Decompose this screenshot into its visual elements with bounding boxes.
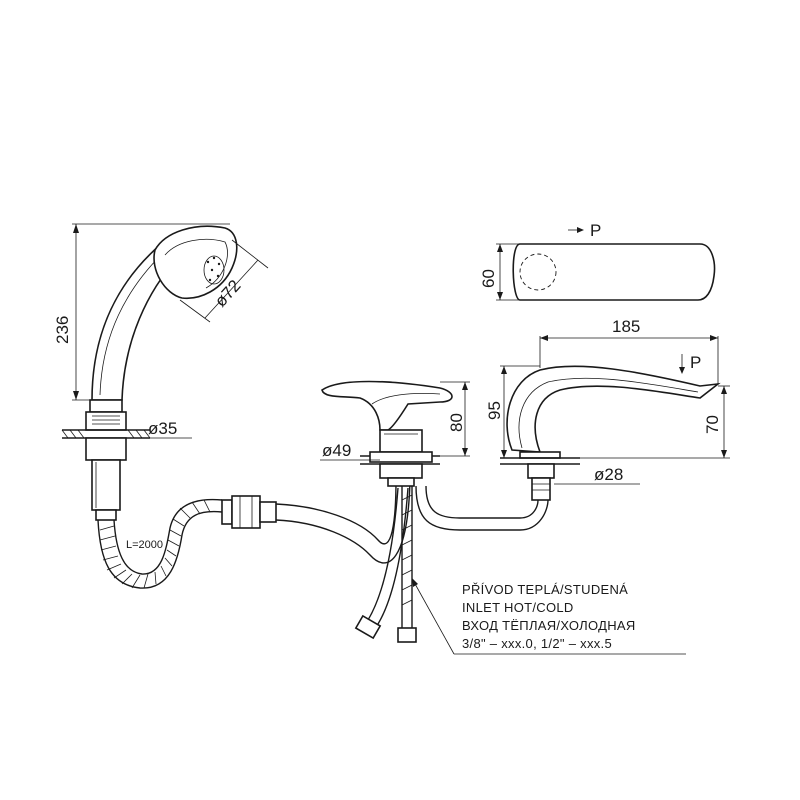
dim-80-label: 80 [447, 413, 466, 432]
dim-95-label: 95 [485, 401, 504, 420]
arrow-p-side-label: P [690, 353, 701, 372]
dim-spout-reach: 185 [539, 317, 719, 384]
arrow-p-top-label: P [590, 221, 601, 240]
dim-mixer-height: 80 [440, 381, 470, 457]
dim-236-label: 236 [53, 316, 72, 344]
dim-35-label: ø35 [148, 419, 177, 438]
dim-60-label: 60 [479, 269, 498, 288]
dim-49-label: ø49 [322, 441, 351, 460]
mixer-body [321, 380, 453, 643]
dim-spout-height: 95 [485, 365, 540, 458]
spout-side-view [500, 365, 721, 501]
shower-hose: L=2000 [97, 479, 411, 589]
dim-185-label: 185 [612, 317, 640, 336]
note-line-1: PŘÍVOD TEPLÁ/STUDENÁ [462, 582, 628, 597]
spout-pipe [415, 485, 549, 531]
inlet-note: PŘÍVOD TEPLÁ/STUDENÁ INLET HOT/COLD ВХОД… [412, 578, 686, 655]
dim-handshower-height: 236 [53, 223, 230, 401]
dim-base-diameter-35: ø35 [126, 419, 192, 439]
dim-28-label: ø28 [594, 465, 623, 484]
dim-mixer-base: ø49 [320, 441, 380, 461]
spout-top-view: 60 P [479, 221, 716, 301]
dim-70-label: 70 [703, 415, 722, 434]
dim-spout-outlet: 70 [580, 385, 730, 459]
view-arrow-p-side: P [679, 353, 701, 374]
note-line-3: ВХОД ТЁПЛАЯ/ХОЛОДНАЯ [462, 618, 636, 633]
hose-length-label: L=2000 [126, 539, 163, 551]
hand-shower [61, 225, 238, 521]
dim-spout-base: ø28 [554, 465, 640, 485]
note-line-2: INLET HOT/COLD [462, 600, 574, 615]
note-line-4: 3/8" – xxx.0, 1/2" – xxx.5 [462, 636, 612, 651]
